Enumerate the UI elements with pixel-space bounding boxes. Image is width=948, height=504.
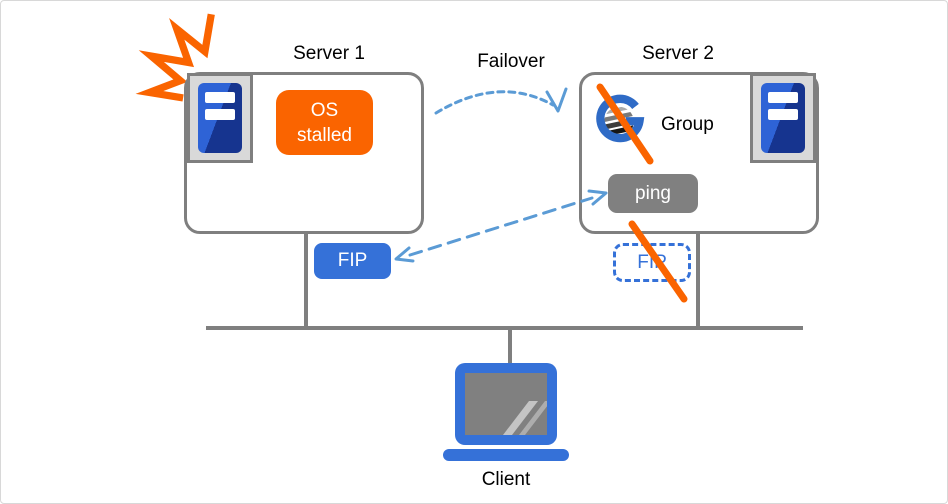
group-failure-slash-icon xyxy=(596,83,654,165)
failover-arrow xyxy=(434,87,568,115)
server-tower-glyph xyxy=(761,83,805,153)
os-stalled-badge: OS stalled xyxy=(276,90,373,155)
server2-tower-icon xyxy=(750,73,816,163)
ping-badge: ping xyxy=(608,174,698,213)
client-network-wire xyxy=(508,330,512,367)
fip-active-label: FIP xyxy=(337,250,368,271)
server2-network-wire xyxy=(696,233,700,328)
client-laptop-icon xyxy=(443,363,569,461)
group-label: Group xyxy=(661,114,714,135)
crash-burst-icon xyxy=(135,13,215,102)
fip-active-badge: FIP xyxy=(314,243,391,279)
server1-title: Server 1 xyxy=(293,43,365,64)
ping-label: ping xyxy=(635,182,671,204)
client-title: Client xyxy=(481,469,531,490)
failover-label: Failover xyxy=(477,51,545,72)
fip-failure-slash-icon xyxy=(628,220,688,303)
screen-shine xyxy=(503,401,547,435)
os-stalled-label: OS stalled xyxy=(297,99,352,146)
server2-title: Server 2 xyxy=(642,43,714,64)
server-tower-glyph xyxy=(198,83,242,153)
server1-network-wire xyxy=(304,233,308,328)
fip-migration-arrow xyxy=(394,189,608,263)
server1-tower-icon xyxy=(187,73,253,163)
network-bus-wire xyxy=(206,326,803,330)
